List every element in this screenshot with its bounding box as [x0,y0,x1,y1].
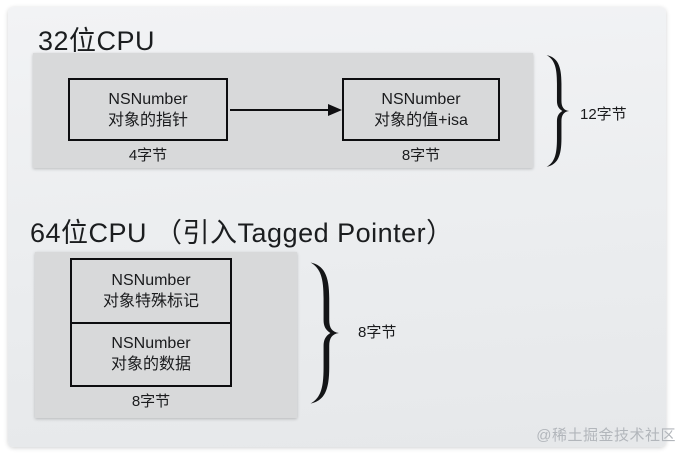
pointer-box-line1: NSNumber [108,90,188,108]
section-title-32bit: 32位CPU [38,26,156,56]
tag-cell-line1: NSNumber [111,271,191,289]
data-cell-line2: 对象的数据 [110,356,191,374]
total-size-label-32bit: 12字节 [580,106,627,123]
total-size-label-64bit: 8字节 [358,324,397,341]
data-cell: NSNumber 对象的数据 [72,324,230,386]
tagged-box-size-label: 8字节 [131,393,171,410]
value-box-line2: 对象的值+isa [374,111,468,129]
watermark-text: @稀土掘金技术社区 [536,427,676,444]
tag-cell: NSNumber 对象特殊标记 [72,260,230,324]
curly-brace-icon-32bit [543,54,570,168]
pointer-arrow-line [230,109,330,111]
value-box-size-label: 8字节 [401,147,441,164]
slide-background: 32位CPU NSNumber 对象的指针 NSNumber 对象的值+isa … [8,7,666,447]
pointer-box-size-label: 4字节 [128,147,168,164]
section-title-64bit: 64位CPU （引入Tagged Pointer） [30,218,454,248]
tag-cell-line2: 对象特殊标记 [102,292,199,310]
data-cell-line1: NSNumber [111,335,191,353]
memory-panel-64bit [35,252,297,418]
tagged-pointer-box: NSNumber 对象特殊标记 NSNumber 对象的数据 [70,258,232,387]
pointer-box: NSNumber 对象的指针 [68,78,228,141]
arrowhead-icon [328,104,342,116]
value-box: NSNumber 对象的值+isa [342,78,500,141]
pointer-box-line2: 对象的指针 [107,111,188,129]
value-box-line1: NSNumber [381,90,461,108]
curly-brace-icon-64bit [306,261,340,405]
